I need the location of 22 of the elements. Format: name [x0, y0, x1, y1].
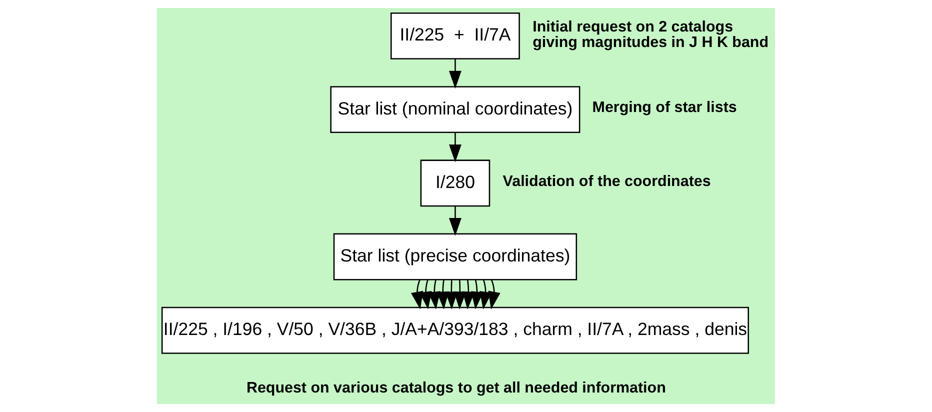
arrow	[420, 280, 432, 310]
node-box: II/225 , I/196 , V/50 , V/36B , J/A+A/393/183 , charm , II/7A , 2mass , denis	[161, 306, 749, 354]
arrow	[428, 280, 440, 310]
arrow	[470, 280, 484, 310]
arrow	[488, 280, 500, 310]
node-box: II/225 + II/7A	[390, 12, 520, 60]
arrow	[449, 58, 462, 89]
node-label: Merging of star lists	[592, 99, 737, 116]
node-box: I/280	[420, 160, 490, 207]
arrow	[454, 280, 466, 310]
node-label: Validation of the coordinates	[502, 172, 711, 190]
arrow	[480, 280, 492, 310]
arrow	[410, 280, 424, 310]
node-label: Request on various catalogs to get all needed information	[246, 380, 666, 397]
arrow	[445, 280, 458, 310]
arrow	[449, 206, 462, 236]
node-label: Initial request on 2 catalogs giving magnitudes in J H K band	[532, 18, 769, 51]
arrow	[436, 280, 450, 310]
node-box: Star list (nominal coordinates)	[330, 86, 580, 134]
node-box: Star list (precise coordinates)	[333, 233, 578, 280]
arrow	[448, 132, 462, 162]
arrow	[462, 280, 475, 310]
